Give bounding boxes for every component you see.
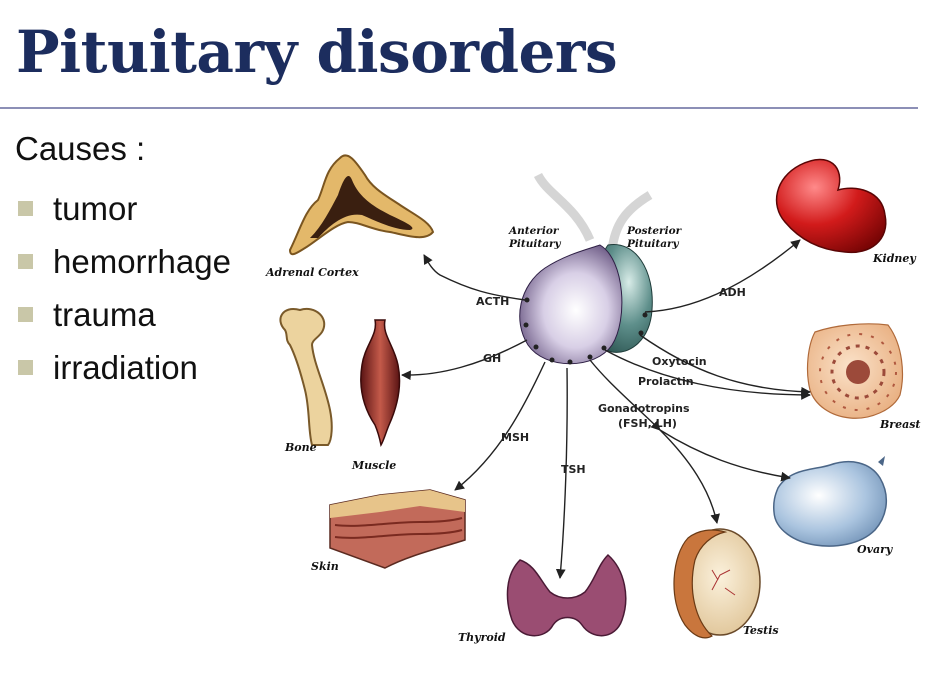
label-anterior: Anterior <box>508 225 560 237</box>
list-item: tumor <box>18 182 231 235</box>
hormone-label-prolactin: Prolactin <box>638 375 694 388</box>
organ-label-skin: Skin <box>311 560 339 573</box>
square-bullet-icon <box>18 360 33 375</box>
pituitary-gland <box>519 172 653 365</box>
hormone-label-acth: ACTH <box>476 295 509 308</box>
bone-image <box>279 307 333 446</box>
slide-title: Pituitary disorders <box>16 18 618 86</box>
ovary-image <box>773 456 887 547</box>
title-divider <box>0 107 918 109</box>
hormone-label-tsh: TSH <box>561 463 586 476</box>
hormone-arrows <box>401 239 811 579</box>
cause-trauma: trauma <box>53 295 156 333</box>
organ-label-muscle: Muscle <box>351 459 396 472</box>
causes-list: tumor hemorrhage trauma irradiation <box>18 182 231 394</box>
label-posterior: Posterior <box>626 225 683 237</box>
thyroid-image <box>506 553 627 637</box>
organ-label-testis: Testis <box>743 624 779 637</box>
list-item: irradiation <box>18 341 231 394</box>
hormone-label-msh: MSH <box>501 431 529 444</box>
cause-tumor: tumor <box>53 189 138 227</box>
organ-label-bone: Bone <box>284 441 317 454</box>
hormone-label-adh: ADH <box>719 286 746 299</box>
testis-image <box>673 528 761 639</box>
kidney-image <box>775 158 887 254</box>
hormone-label-gonadotropins: Gonadotropins <box>598 402 690 415</box>
square-bullet-icon <box>18 201 33 216</box>
cause-irradiation: irradiation <box>53 348 198 386</box>
adrenal-cortex-image <box>288 154 435 256</box>
cause-hemorrhage: hemorrhage <box>53 242 231 280</box>
breast-image <box>806 323 904 419</box>
list-item: trauma <box>18 288 231 341</box>
skin-image <box>329 489 466 569</box>
list-item: hemorrhage <box>18 235 231 288</box>
hormone-label-gh: GH <box>483 352 501 365</box>
hormone-label-oxytocin: Oxytocin <box>652 355 707 368</box>
organ-label-thyroid: Thyroid <box>458 631 506 644</box>
causes-heading: Causes : <box>15 130 146 167</box>
square-bullet-icon <box>18 254 33 269</box>
muscle-image <box>360 319 401 448</box>
label-anterior-pituitary: Pituitary <box>508 238 562 250</box>
hormone-label-fsh-lh: (FSH, LH) <box>618 417 677 430</box>
square-bullet-icon <box>18 307 33 322</box>
organ-label-ovary: Ovary <box>857 543 894 556</box>
organ-label-breast: Breast <box>879 418 921 431</box>
organ-label-adrenal: Adrenal Cortex <box>265 266 359 279</box>
organ-label-kidney: Kidney <box>872 252 917 265</box>
label-posterior-pituitary: Pituitary <box>626 238 680 250</box>
